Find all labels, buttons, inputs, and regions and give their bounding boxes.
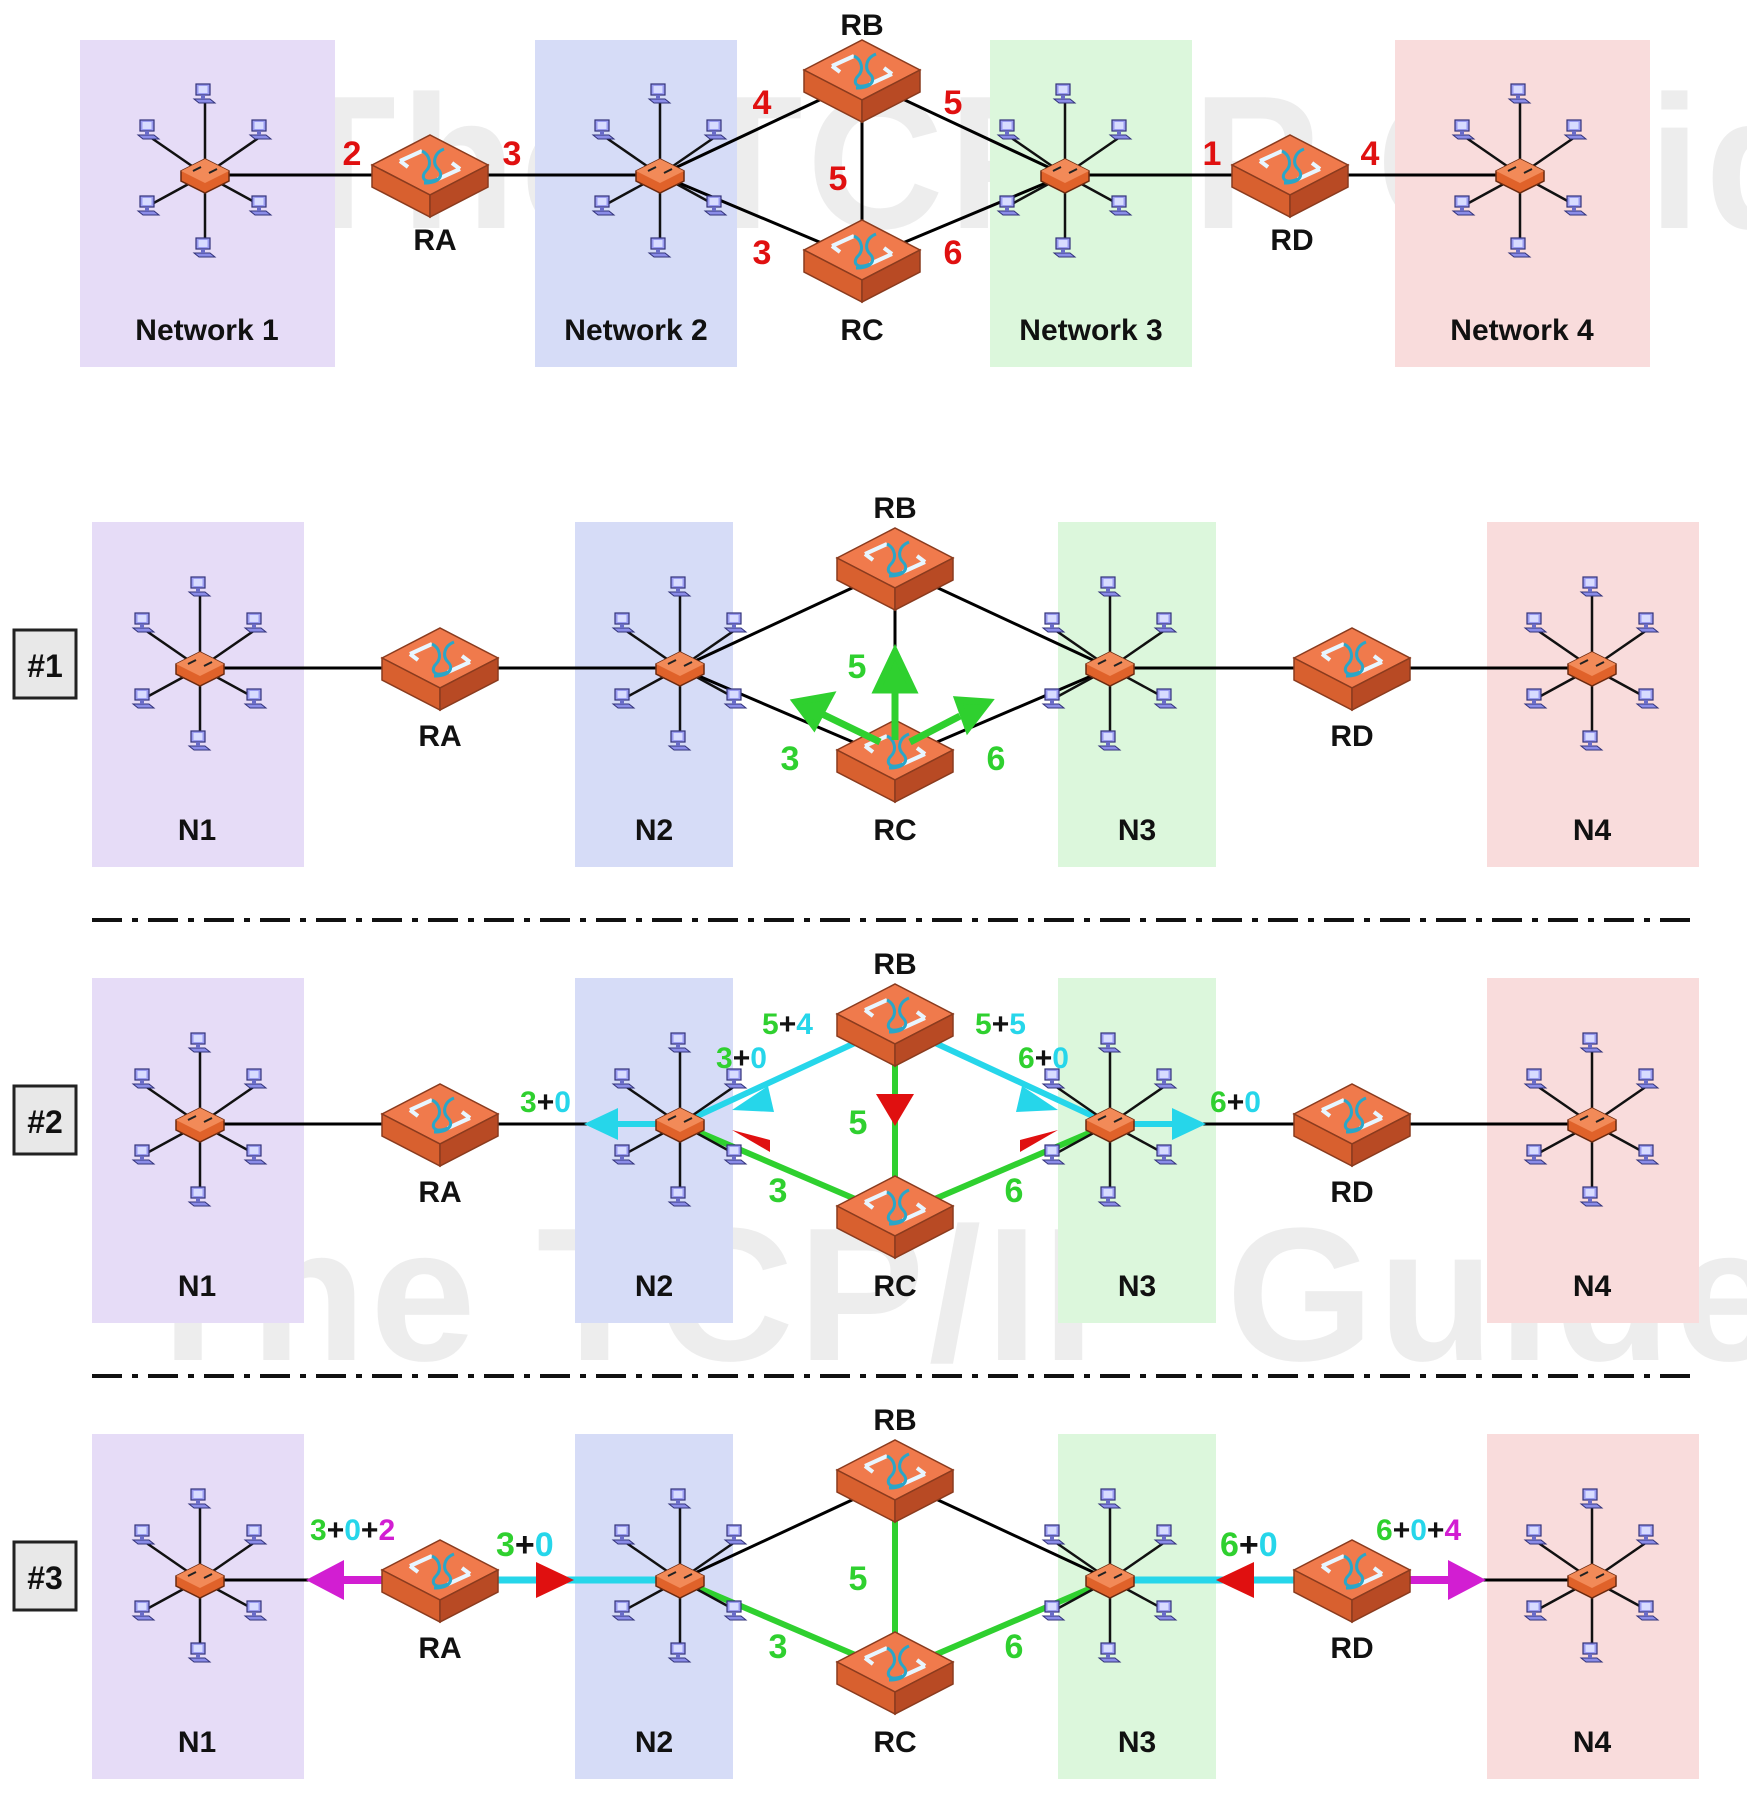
step-2-router-rd: [1292, 1082, 1412, 1168]
step-3-router-rc: [835, 1630, 955, 1716]
step-1-n3-label: N3: [1118, 814, 1156, 847]
step-3-badge: [12, 1540, 78, 1612]
step-2-router-rb: [835, 982, 955, 1068]
step-3-cost-n1: 3+0+2: [310, 1514, 395, 1547]
step-1-router-ra: [380, 626, 500, 712]
step-1-cost-n2: 3: [781, 740, 800, 778]
network-3-label: Network 3: [1019, 314, 1162, 347]
step-3-n3-label: N3: [1118, 1726, 1156, 1759]
step-3-cost-rd: 6+0: [1220, 1526, 1278, 1564]
step-3-cost-n4: 6+0+4: [1376, 1514, 1461, 1547]
step-3-n3-area: [1058, 1434, 1216, 1779]
step-2-n3-label: N3: [1118, 1270, 1156, 1303]
network-2-area: [535, 40, 737, 367]
network-4-label: Network 4: [1450, 314, 1594, 347]
metric-rc-n3: 6: [944, 234, 963, 272]
step-1-n2-area: [575, 522, 733, 867]
step-3-cost-ra: 3+0: [496, 1526, 554, 1564]
step-3-rb-label: RB: [873, 1404, 916, 1437]
metric-rb-n2: 4: [753, 84, 772, 122]
step-1-panel: #1: [12, 492, 1699, 867]
step-2-panel: #2: [12, 948, 1699, 1323]
step-1-cost-rb: 5: [848, 648, 867, 686]
step-3-rd-label: RD: [1330, 1632, 1373, 1665]
network-2-label: Network 2: [564, 314, 707, 347]
step-1-ra-label: RA: [418, 720, 461, 753]
step-2-cost-n3: 6+0: [1018, 1042, 1069, 1075]
step-3-router-rd: [1292, 1538, 1412, 1624]
step-2-router-ra: [380, 1082, 500, 1168]
step-2-cost-rc-n3: 6: [1005, 1172, 1024, 1210]
step-3-cost-rc-n3: 6: [1005, 1628, 1024, 1666]
step-1-router-rb: [835, 526, 955, 612]
metric-rc-n2: 3: [753, 234, 772, 272]
step-1-n3-area: [1058, 522, 1216, 867]
step-2-cost-n2: 3+0: [716, 1042, 767, 1075]
step-2-rb-label: RB: [873, 948, 916, 981]
step-3-router-rb: [835, 1438, 955, 1524]
step-3-n1-label: N1: [178, 1726, 216, 1759]
metric-ra-n1: 2: [343, 135, 362, 173]
router-rd-label: RD: [1270, 224, 1313, 257]
step-1-cost-n3: 6: [987, 740, 1006, 778]
step-1-n2-label: N2: [635, 814, 673, 847]
step-3-router-ra: [380, 1538, 500, 1624]
step-2-rd-label: RD: [1330, 1176, 1373, 1209]
step-2-cost-rc-n2: 3: [769, 1172, 788, 1210]
step-3-n4-label: N4: [1573, 1726, 1612, 1759]
step-2-n3-area: [1058, 978, 1216, 1323]
step-2-cost-rc-rb: 5: [849, 1104, 868, 1142]
step-2-n2-label: N2: [635, 1270, 673, 1303]
step-3-label: #3: [27, 1560, 63, 1596]
step-1-n1-label: N1: [178, 814, 216, 847]
step-2-n4-label: N4: [1573, 1270, 1612, 1303]
step-3-panel: #3: [12, 1404, 1699, 1779]
step-2-cost-rd: 6+0: [1210, 1086, 1261, 1119]
router-rb-label: RB: [840, 9, 883, 42]
router-ra-label: RA: [413, 224, 456, 257]
step-3-cost-rc-n2: 3: [769, 1628, 788, 1666]
network-3-area: [990, 40, 1192, 367]
step-2-badge: [12, 1084, 78, 1156]
step-1-n4-label: N4: [1573, 814, 1612, 847]
step-1-rc-label: RC: [873, 814, 916, 847]
step-3-n2-label: N2: [635, 1726, 673, 1759]
step-2-cost-ra: 3+0: [520, 1086, 571, 1119]
top-panel: Network 1 Network 2 Network 3 Network 4 …: [80, 9, 1650, 367]
router-rc-label: RC: [840, 314, 883, 347]
step-1-badge: [12, 628, 78, 700]
step-1-rc-arrows: [789, 643, 995, 746]
network-1-label: Network 1: [135, 314, 278, 347]
step-2-ra-label: RA: [418, 1176, 461, 1209]
step-2-n1-label: N1: [178, 1270, 216, 1303]
metric-ra-n2: 3: [503, 135, 522, 173]
step-1-rb-label: RB: [873, 492, 916, 525]
step-2-cost-rb-n3: 5+5: [975, 1008, 1026, 1041]
metric-rd-n3: 1: [1203, 135, 1222, 173]
step-1-router-rd: [1292, 626, 1412, 712]
metric-rb-n3: 5: [944, 84, 963, 122]
step-3-cost-rc-rb: 5: [849, 1560, 868, 1598]
step-1-label: #1: [27, 648, 63, 684]
step-1-rd-label: RD: [1330, 720, 1373, 753]
step-2-rc-label: RC: [873, 1270, 916, 1303]
metric-rd-n4: 4: [1361, 135, 1380, 173]
step-2-n2-area: [575, 978, 733, 1323]
step-3-ra-label: RA: [418, 1632, 461, 1665]
step-2-label: #2: [27, 1104, 63, 1140]
metric-rb-rc: 5: [829, 160, 848, 198]
step-3-n2-area: [575, 1434, 733, 1779]
step-2-cost-n2-rb: 5+4: [762, 1008, 813, 1041]
step-3-rc-label: RC: [873, 1726, 916, 1759]
